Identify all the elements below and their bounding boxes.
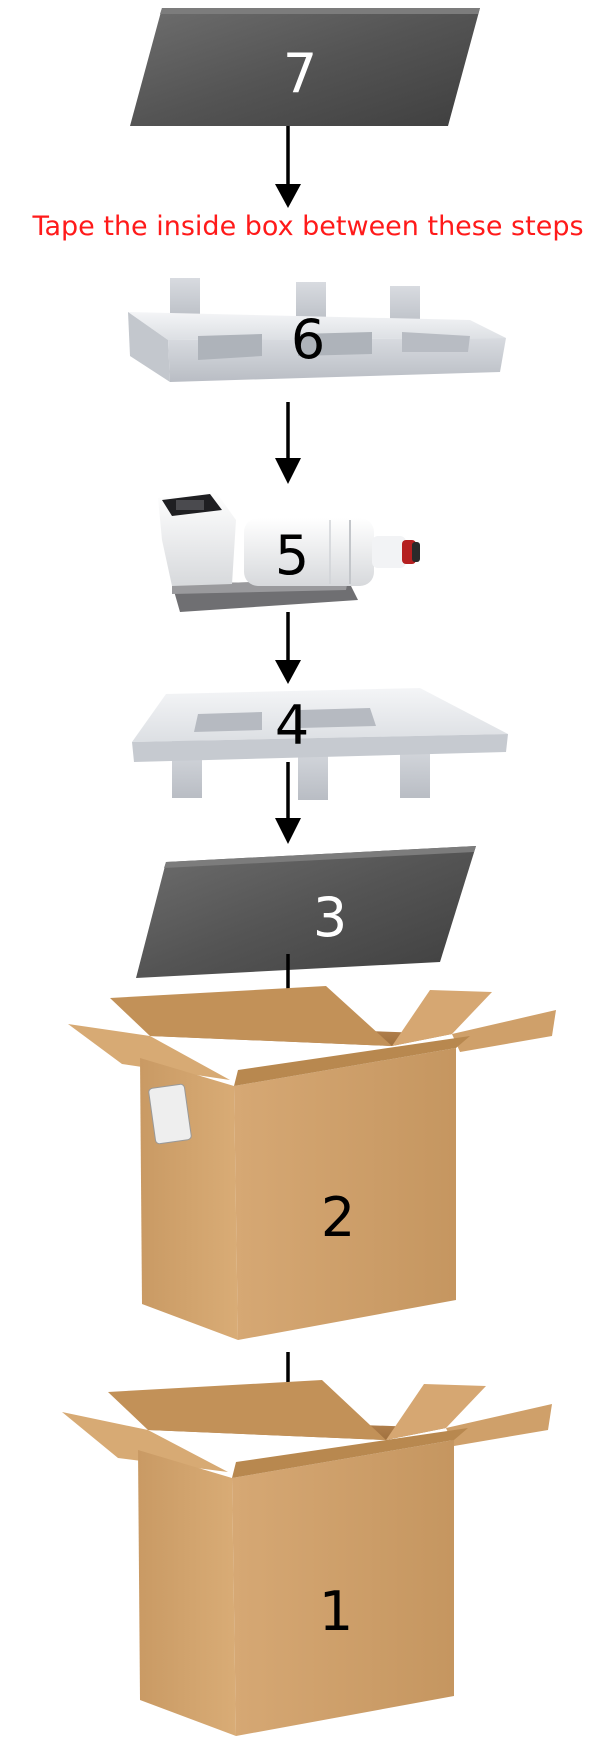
step-2-number: 2 [321, 1186, 355, 1249]
step-1-number: 1 [319, 1580, 353, 1643]
arrow-5-to-4 [275, 612, 301, 684]
tape-instruction-overlay: Tape the inside box between these steps [0, 210, 616, 244]
step-4-number: 4 [275, 694, 309, 757]
step-2-inner-box: 2 [68, 986, 556, 1340]
step-7-number: 7 [283, 42, 317, 105]
arrow-4-to-3 [275, 762, 301, 844]
step-3-pad: 3 [136, 846, 476, 978]
step-4-foam-tray: 4 [132, 688, 508, 800]
arrow-7-to-6 [275, 126, 301, 208]
step-5-device: 5 [158, 492, 420, 612]
arrow-6-to-5 [275, 402, 301, 484]
step-1-outer-box: 1 [62, 1380, 552, 1736]
step-7-pad: 7 [130, 8, 480, 126]
step-3-number: 3 [313, 886, 347, 949]
step-6-foam-tray: 6 [128, 278, 506, 382]
step-5-number: 5 [275, 524, 309, 587]
step-6-number: 6 [291, 308, 325, 371]
